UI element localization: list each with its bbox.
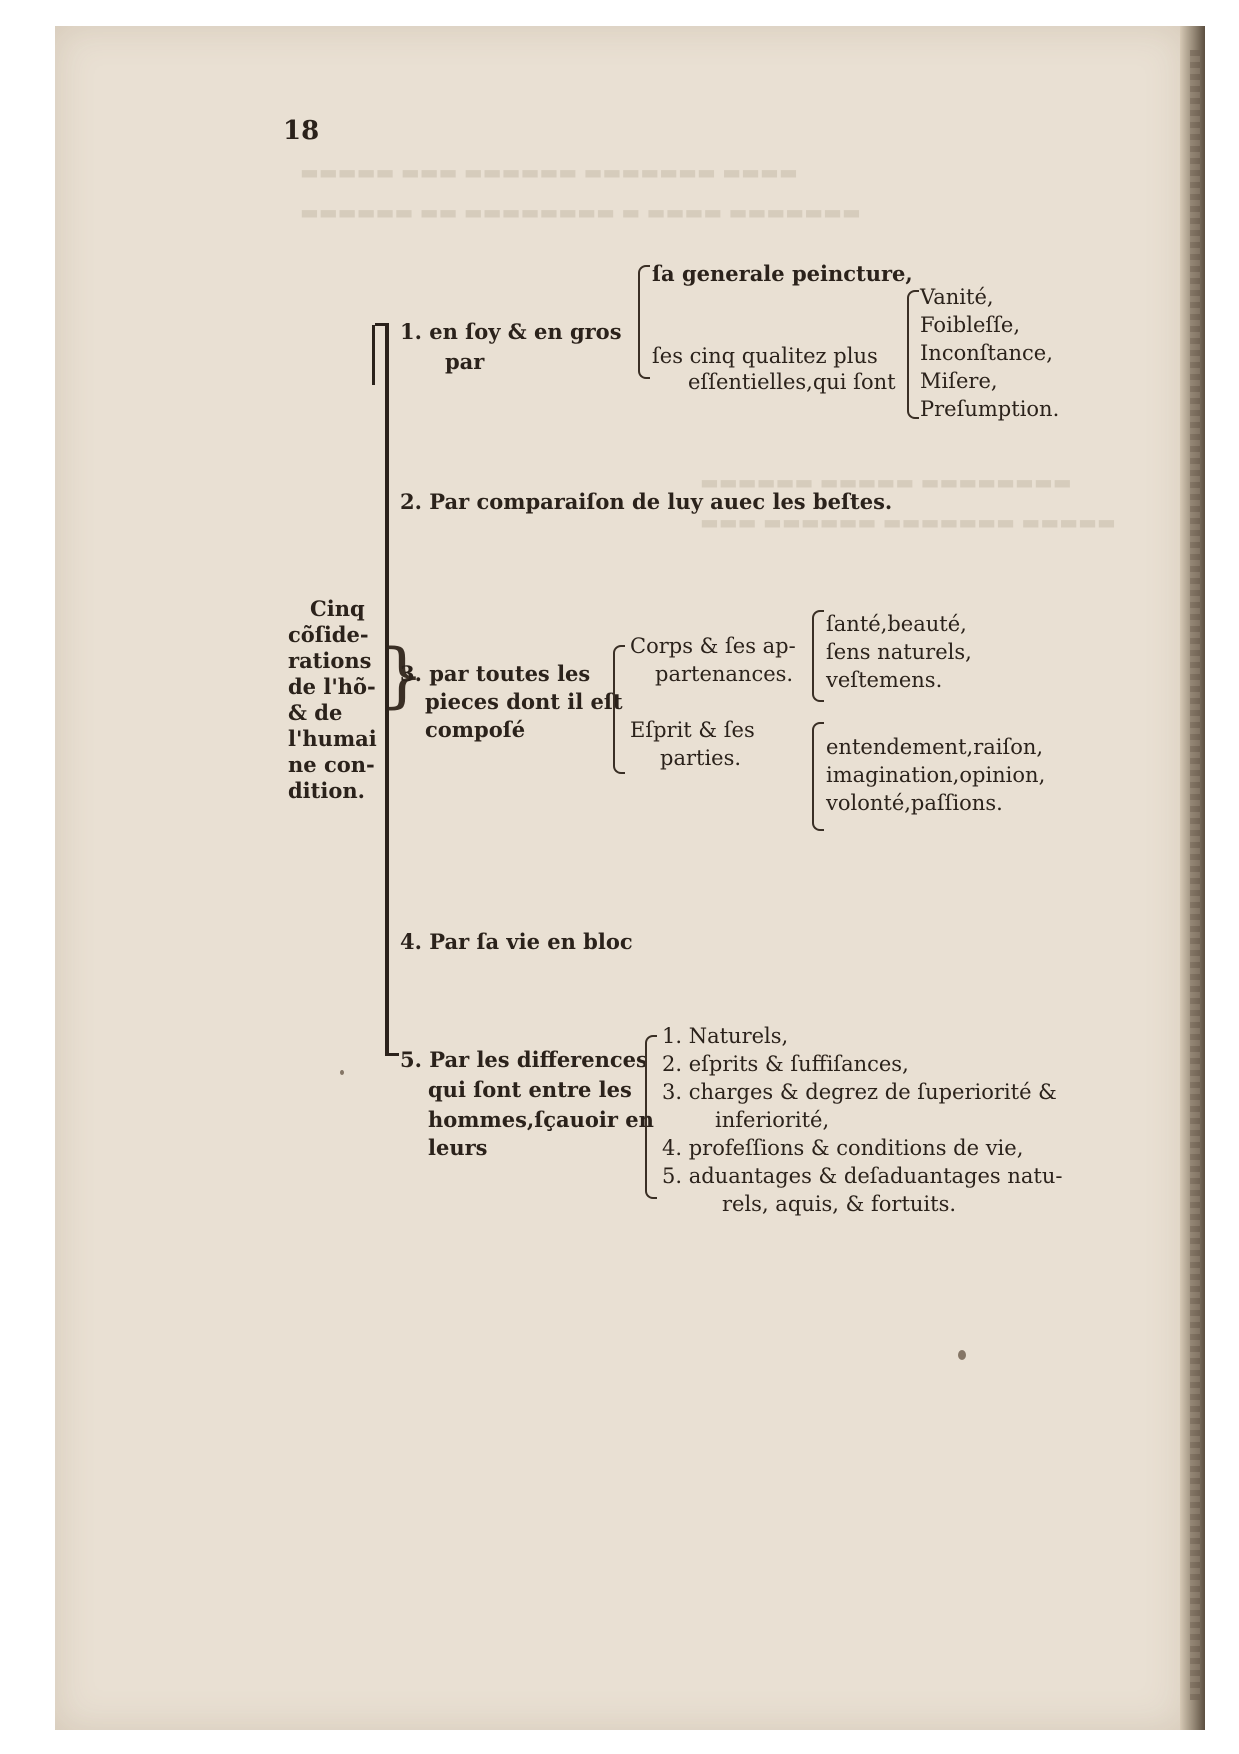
root-line: l'humai [288,726,377,751]
corps-label: Corps & ſes ap- [630,634,796,658]
root-brace: } [380,634,425,716]
root-line: Cinq [310,596,365,621]
corps-item: ſens naturels, [826,640,972,664]
quality-item: Inconſtance, [920,341,1053,365]
esprit-label: parties. [660,746,742,770]
bleed-through-text: ▬▬▬▬▬ ▬▬▬ ▬▬▬▬▬▬ ▬▬▬▬▬▬▬ ▬▬▬▬ [300,160,798,184]
bleed-through-text: ▬▬▬ ▬▬▬▬▬▬ ▬▬▬▬▬▬▬ ▬▬▬▬▬ [700,510,1116,534]
quality-item: Vanité, [920,285,994,309]
bleed-through-text: ▬▬▬▬▬▬ ▬▬▬▬▬ ▬▬▬▬▬▬▬▬ [700,470,1072,494]
root-line: de l'hõ- [288,674,376,699]
root-line: ne con- [288,752,375,777]
root-line: dition. [288,778,365,803]
branch3-label: 3. par toutes les [400,661,591,686]
branch5-item: 3. charges & degrez de ſuperiorité & [662,1080,1057,1104]
quality-item: Miſere, [920,369,998,393]
bleed-through-text: ▬▬▬▬▬▬ ▬▬ ▬▬▬▬▬▬▬▬ ▬ ▬▬▬▬ ▬▬▬▬▬▬▬ [300,200,861,224]
branch5-label: qui ſont entre les [428,1077,632,1102]
branch5-item: 5. aduantages & deſaduantages natu- [662,1164,1063,1188]
corps-brace [812,610,824,702]
esprit-item: entendement,raiſon, [826,735,1044,759]
main-bracket-line [385,325,389,1055]
main-bracket-top [375,323,389,326]
corps-item: ſanté,beauté, [826,612,967,636]
qualities-brace [907,290,919,419]
root-line: cõſide- [288,622,369,647]
corps-item: veſtemens. [826,668,943,692]
book-page [55,26,1185,1730]
branch5-brace [645,1035,657,1199]
branch5-item: 4. profeſſions & conditions de vie, [662,1136,1024,1160]
branch3-label: pieces dont il eſt [425,689,623,714]
esprit-item: volonté,paſſions. [826,791,1003,815]
branch2-label: 2. Par comparaiſon de luy auec les beſte… [400,489,893,514]
branch1-sub-a: ſa generale peincture, [652,261,913,286]
branch3-brace [613,645,625,774]
branch5-label: 5. Par les differences [400,1047,648,1072]
branch1-label-par: par [445,349,485,374]
branch4-label: 4. Par ſa vie en bloc [400,929,633,954]
ink-spot [958,1350,966,1360]
branch5-item: 2. eſprits & ſuffiſances, [662,1052,909,1076]
branch5-label: hommes,ſçauoir en [428,1107,654,1132]
root-line: & de [288,700,343,725]
branch1-sub-b: ſes cinq qualitez plus [652,344,878,368]
ink-spot [340,1070,344,1075]
quality-item: Preſumption. [920,397,1060,421]
branch1-sub-b2: eſſentielles,qui ſont [688,370,896,394]
main-bracket-bottom [385,1053,399,1056]
branch5-item: rels, aquis, & fortuits. [722,1192,957,1216]
spine-binding [1190,50,1200,1700]
root-line: rations [288,648,372,673]
page-number: 18 [283,116,320,146]
branch5-label: leurs [428,1135,488,1160]
corps-label: partenances. [655,662,794,686]
esprit-label: Eſprit & ſes [630,718,755,742]
esprit-brace [812,722,824,831]
branch1-label: 1. en ſoy & en gros [400,319,622,344]
branch3-label: compoſé [425,717,526,742]
branch5-item: inferiorité, [715,1108,830,1132]
branch5-item: 1. Naturels, [662,1024,789,1048]
main-bracket-tick [372,325,375,385]
esprit-item: imagination,opinion, [826,763,1046,787]
branch1-brace [638,265,650,379]
quality-item: Foibleſſe, [920,313,1021,337]
